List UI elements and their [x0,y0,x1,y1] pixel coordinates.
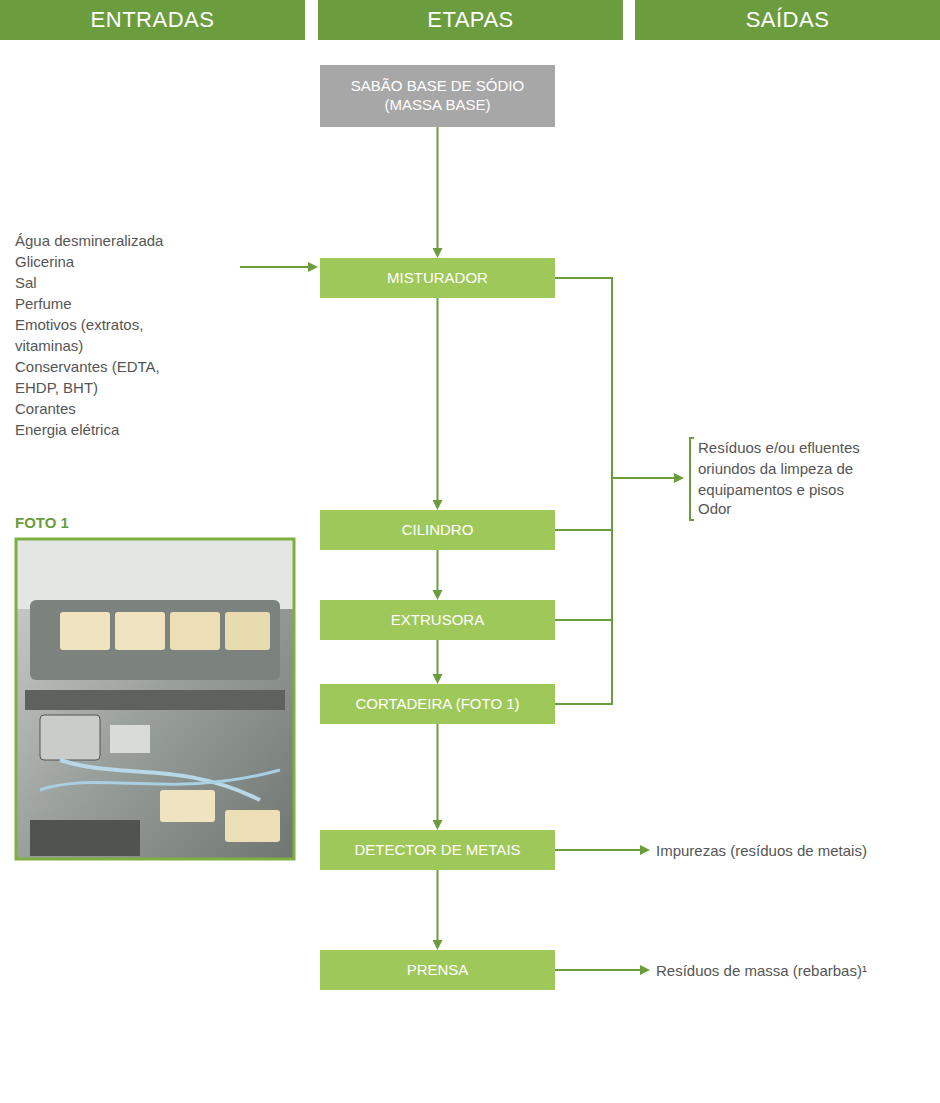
node-text-group: ENTRADAS [91,6,215,34]
arrow-head [674,473,684,483]
node-text-group: SAÍDAS [746,6,830,34]
input-item: Corantes [15,398,200,419]
output-note: Odor [698,498,878,519]
flow-arrow [433,127,443,258]
node-label: ENTRADAS [91,6,215,34]
node-text-group: PRENSA [407,961,469,980]
process-box: CILINDRO [320,510,555,550]
node-text-group: MISTURADOR [387,269,488,288]
flow-arrow [433,870,443,950]
input-arrow [240,266,310,268]
input-item: Conservantes (EDTA, EHDP, BHT) [15,356,200,398]
flow-arrow [433,640,443,684]
arrow-head [308,262,318,272]
node-label: DETECTOR DE METAIS [354,841,520,860]
node-text-group: CORTADEIRA (FOTO 1) [355,695,519,714]
process-box: MISTURADOR [320,258,555,298]
output-note: Resíduos e/ou efluentes oriundos da limp… [698,437,878,500]
node-label: CORTADEIRA (FOTO 1) [355,695,519,714]
flow-arrow [433,298,443,510]
arrow-head [640,965,650,975]
output-arrow [555,849,642,851]
node-label: MISTURADOR [387,269,488,288]
arrow-head [640,845,650,855]
process-box: EXTRUSORA [320,600,555,640]
input-item: Emotivos (extratos, vitaminas) [15,314,200,356]
column-header: ETAPAS [318,0,623,40]
process-box: PRENSA [320,950,555,990]
node-text-group: CILINDRO [402,521,474,540]
column-header: SAÍDAS [635,0,940,40]
output-note: Resíduos de massa (rebarbas)¹ [656,960,926,981]
input-item: Glicerina [15,251,200,272]
node-label: ETAPAS [427,6,514,34]
flow-arrow [433,550,443,600]
input-item: Perfume [15,293,200,314]
node-text-group: DETECTOR DE METAIS [354,841,520,860]
node-label: PRENSA [407,961,469,980]
input-list: Água desmineralizadaGlicerinaSalPerfumeE… [15,230,200,440]
node-label: CILINDRO [402,521,474,540]
input-item: Água desmineralizada [15,230,200,251]
node-text-group: ETAPAS [427,6,514,34]
column-header: ENTRADAS [0,0,305,40]
node-label: SABÃO BASE DE SÓDIO (MASSA BASE) [332,77,543,115]
node-text-group: EXTRUSORA [391,611,484,630]
flow-arrow [433,724,443,830]
source-box: SABÃO BASE DE SÓDIO (MASSA BASE) [320,65,555,127]
node-label: SAÍDAS [746,6,830,34]
process-box: DETECTOR DE METAIS [320,830,555,870]
photo-illustration [16,539,294,859]
photo-heading: FOTO 1 [15,512,215,533]
output-arrow [555,969,642,971]
input-item: Sal [15,272,200,293]
node-text-group: SABÃO BASE DE SÓDIO (MASSA BASE) [332,77,543,115]
input-item: Energia elétrica [15,419,200,440]
output-bracket [555,277,694,705]
process-box: CORTADEIRA (FOTO 1) [320,684,555,724]
output-note: Impurezas (resíduos de metais) [656,840,926,861]
node-label: EXTRUSORA [391,611,484,630]
